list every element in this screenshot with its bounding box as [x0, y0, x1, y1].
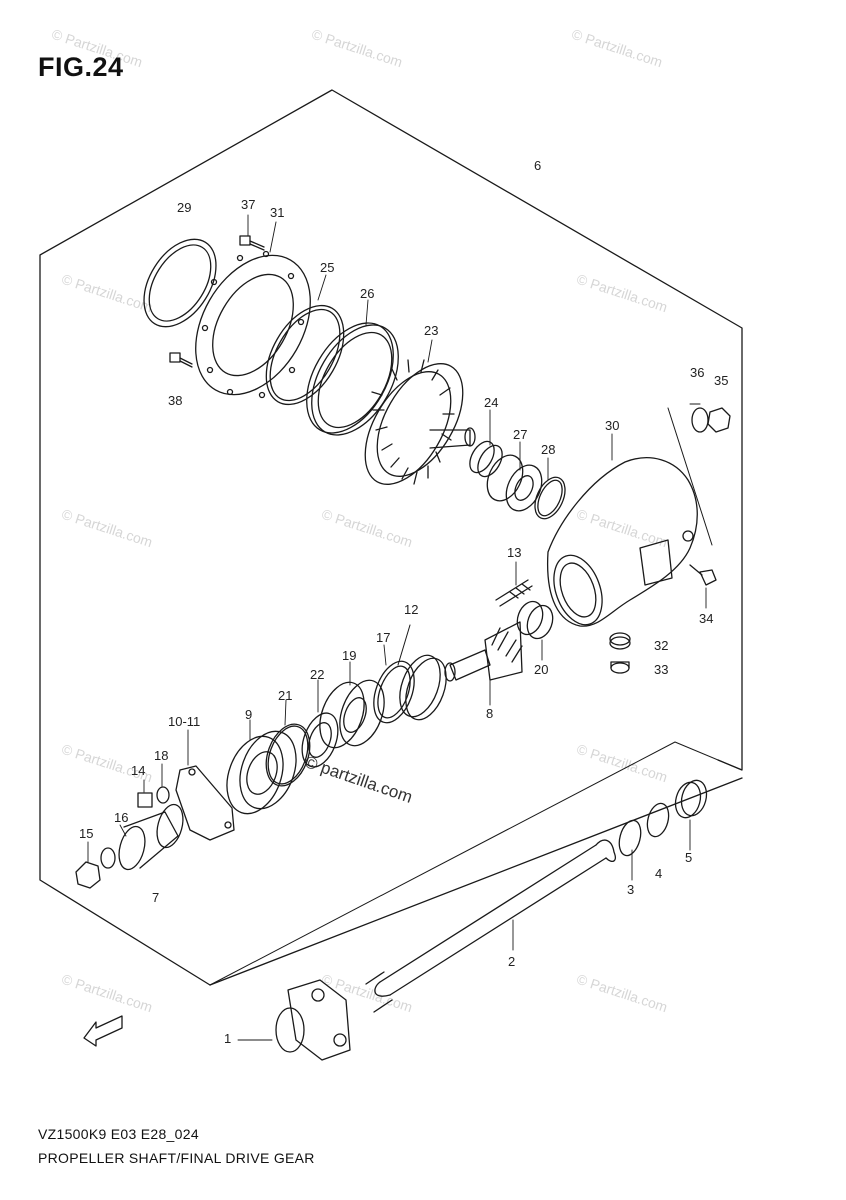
- callout-24: 24: [484, 395, 499, 410]
- part-19-bearing: [319, 679, 385, 749]
- part-21-o-ring: [265, 723, 311, 787]
- callout-34: 34: [699, 611, 714, 626]
- part-31-gasket-plate: [195, 250, 311, 399]
- leader-lines: [87, 214, 707, 1041]
- callout-22: 22: [310, 667, 325, 682]
- callout-6: 6: [534, 158, 542, 173]
- callout-31: 31: [270, 205, 285, 220]
- callout-17: 17: [376, 630, 391, 645]
- part-8-pinion-gear: [444, 621, 523, 682]
- part-9-bearing-case: [226, 730, 297, 815]
- part-35-36-leader: [667, 403, 713, 546]
- part-33-nut: [610, 661, 630, 674]
- part-10-11-gasket: [175, 765, 235, 841]
- callout-21: 21: [278, 688, 293, 703]
- callout-20: 20: [534, 662, 549, 677]
- part-28-o-ring: [534, 476, 566, 520]
- part-38-bolt: [169, 352, 193, 368]
- part-4-oil-seal: [646, 802, 670, 838]
- part-36-gasket: [691, 407, 709, 433]
- fwd-arrow-icon: [83, 1015, 123, 1047]
- assembly-outline: [39, 89, 743, 986]
- callout-25: 25: [320, 260, 335, 275]
- figure-code: VZ1500K9 E03 E28_024: [38, 1126, 199, 1142]
- part-37-bolt: [239, 235, 265, 251]
- callout-27: 27: [513, 427, 528, 442]
- callout-37: 37: [241, 197, 256, 212]
- callout-29: 29: [177, 200, 192, 215]
- part-20-bearing: [516, 600, 554, 640]
- part-18-washer: [156, 786, 170, 804]
- part-15-nut: [75, 847, 116, 889]
- callout-38: 38: [168, 393, 183, 408]
- part-29-oil-seal: [143, 238, 217, 328]
- callout-14: 14: [131, 763, 146, 778]
- part-30-gear-case: [546, 457, 698, 627]
- callout-33: 33: [654, 662, 669, 677]
- callout-3: 3: [627, 882, 635, 897]
- callout-10-11: 10-11: [168, 714, 201, 729]
- callout-36: 36: [690, 365, 705, 380]
- part-5-spring: [674, 779, 708, 819]
- part-16-needle-bearing: [118, 803, 184, 871]
- callout-1: 1: [224, 1031, 232, 1046]
- part-32-washer: [609, 632, 631, 650]
- callout-15: 15: [79, 826, 94, 841]
- part-23-ring-gear: [364, 359, 476, 485]
- part-34-plug: [689, 564, 717, 586]
- callout-18: 18: [154, 748, 169, 763]
- callout-5: 5: [685, 850, 693, 865]
- callout-16: 16: [114, 810, 129, 825]
- assembly-outline-lower: [209, 777, 743, 986]
- part-24-shim: [469, 440, 503, 478]
- figure-title: FIG.24: [38, 52, 124, 82]
- part-12-shim: [399, 654, 447, 721]
- part-25-o-ring: [265, 304, 345, 406]
- part-1-universal-joint: [275, 979, 351, 1061]
- callout-7: 7: [152, 890, 160, 905]
- part-3-snap-ring: [618, 819, 642, 857]
- callout-23: 23: [424, 323, 439, 338]
- callout-8: 8: [486, 706, 494, 721]
- callout-13: 13: [507, 545, 522, 560]
- callout-2: 2: [508, 954, 516, 969]
- callout-35: 35: [714, 373, 729, 388]
- callout-26: 26: [360, 286, 375, 301]
- part-12-leader: [397, 624, 411, 666]
- part-22-oil-seal: [301, 712, 339, 768]
- shaft-assembly-outline: [209, 741, 743, 986]
- callout-4: 4: [655, 866, 663, 881]
- callout-9: 9: [245, 707, 253, 722]
- callout-12: 12: [404, 602, 419, 617]
- callout-30: 30: [605, 418, 620, 433]
- callout-28: 28: [541, 442, 556, 457]
- part-14-bolt: [137, 792, 153, 808]
- callout-32: 32: [654, 638, 669, 653]
- part-35-plug: [707, 407, 731, 433]
- part-13-stud: [495, 579, 533, 607]
- callout-19: 19: [342, 648, 357, 663]
- figure-description: PROPELLER SHAFT/FINAL DRIVE GEAR: [38, 1150, 315, 1166]
- part-27-bearing: [486, 454, 543, 512]
- part-2-propeller-shaft: [365, 839, 616, 1013]
